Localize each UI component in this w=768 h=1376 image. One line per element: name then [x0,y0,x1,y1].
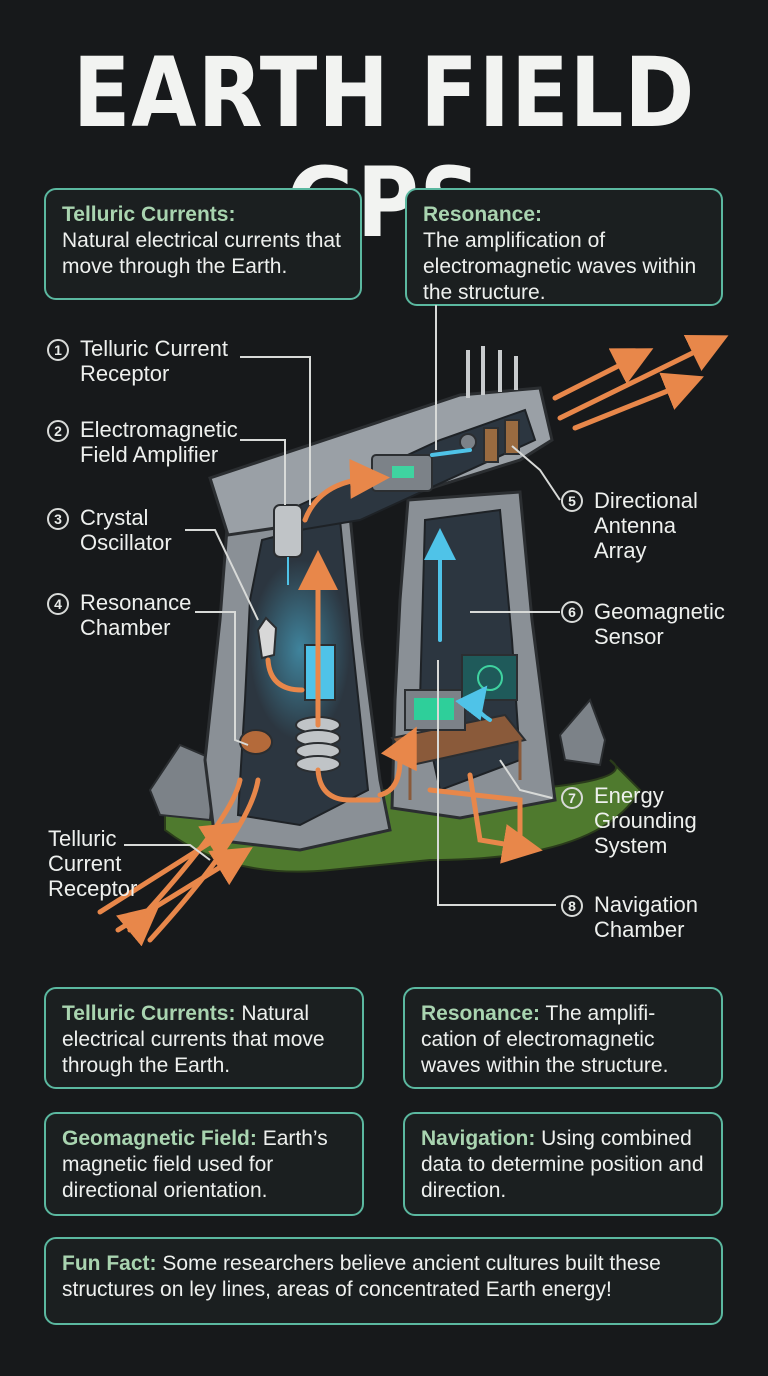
definition-telluric-top: Telluric Currents: Natural electrical cu… [44,188,362,300]
callout-label-8: Navigation Chamber [594,892,698,942]
coil-stack [295,716,341,773]
definition-telluric: Telluric Currents: Natural electrical cu… [44,987,364,1089]
callout-label-7: Energy Grounding System [594,783,697,858]
fun-fact-box: Fun Fact: Some researchers believe ancie… [44,1237,723,1325]
definition-text: Natural electrical currents that move th… [62,229,341,278]
definition-term: Geomagnetic Field: [62,1127,257,1150]
callout-number-1: 1 [47,339,69,361]
callout-line: Array [594,538,647,563]
definition-resonance: Resonance: The amplifi-cation of electro… [403,987,723,1089]
definition-text: Natural electrical currents that move th… [62,1002,325,1077]
input-receptor-label: Telluric Current Receptor [48,826,137,901]
definition-geomagnetic: Geomagnetic Field: Earth’s magnetic fiel… [44,1112,364,1216]
callout-line: Telluric Current [80,336,228,361]
callout-number-8: 8 [561,895,583,917]
callout-line: Geomagnetic [594,599,725,624]
callout-number-7: 7 [561,787,583,809]
definition-navigation: Navigation: Using combined data to deter… [403,1112,723,1216]
callout-label-4: Resonance Chamber [80,590,191,640]
callout-number-3: 3 [47,508,69,530]
definition-term: Telluric Currents: [62,203,236,226]
definition-text: The amplification of electromagnetic wav… [423,229,697,304]
callout-line: Sensor [594,624,664,649]
callout-line: Telluric [48,826,117,851]
callout-label-6: Geomagnetic Sensor [594,599,725,649]
callout-line: Navigation [594,892,698,917]
callout-number-2: 2 [47,420,69,442]
definition-term: Resonance: [423,203,543,226]
navigation-screen [461,654,518,701]
callout-line: System [594,833,668,858]
callout-line: Electromagnetic [80,417,238,442]
definition-text: The amplifi-cation of electromagnetic wa… [421,1002,669,1077]
crystal-oscillator [256,616,278,660]
callout-line: Field Amplifier [80,442,219,467]
callout-line: Directional [594,488,698,513]
fun-fact-term: Fun Fact: [62,1252,157,1275]
fun-fact-text: Some researchers believe ancient culture… [62,1252,661,1301]
callout-line: Grounding [594,808,697,833]
callout-line: Chamber [594,917,685,942]
antenna-lens [459,433,477,451]
antenna-plate [504,419,520,455]
definition-term: Telluric Currents: [62,1002,236,1025]
copper-receptor-disc [239,729,273,755]
definition-text: Earth’s magnetic field used for directio… [62,1127,328,1202]
antenna-rods [466,346,518,398]
callout-line: Antenna [594,513,676,538]
callout-line: Current [48,851,122,876]
callout-label-3: Crystal Oscillator [80,505,172,555]
callout-label-2: Electromagnetic Field Amplifier [80,417,238,467]
callout-line: Receptor [80,361,170,386]
antenna-plate [483,427,499,463]
callout-label-1: Telluric Current Receptor [80,336,228,386]
callout-line: Receptor [48,876,138,901]
callout-line: Chamber [80,615,171,640]
rock-right [558,698,607,767]
definition-text: Using combined data to determine positio… [421,1127,704,1202]
callout-line: Crystal [80,505,149,530]
definition-term: Resonance: [421,1002,541,1025]
callout-number-5: 5 [561,490,583,512]
callout-line: Oscillator [80,530,172,555]
receptor-cylinder [273,504,303,558]
callout-number-6: 6 [561,601,583,623]
callout-line: Energy [594,783,664,808]
callout-line: Resonance [80,590,192,615]
definition-term: Navigation: [421,1127,536,1150]
definition-resonance-top: Resonance: The amplification of electrom… [405,188,723,306]
callout-number-4: 4 [47,593,69,615]
callout-label-5: Directional Antenna Array [594,488,698,563]
